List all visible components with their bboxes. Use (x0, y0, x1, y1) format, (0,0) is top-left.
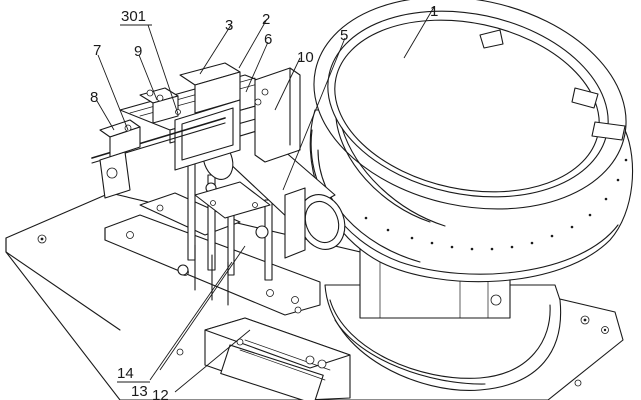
callout-1: 1 (430, 3, 438, 20)
callout-3: 3 (225, 17, 233, 34)
callout-9: 9 (134, 43, 142, 60)
callout-5: 5 (340, 27, 348, 44)
drive-cylinder (194, 129, 346, 259)
callout-10: 10 (297, 49, 314, 66)
vibratory-bowl (309, 0, 634, 391)
leader-lines (96, 6, 435, 393)
callout-labels: 1 2 3 301 5 6 7 8 9 10 12 13 14 (90, 3, 438, 400)
callout-2: 2 (262, 11, 270, 28)
linear-vibrator-block (204, 317, 351, 400)
callout-301: 301 (121, 8, 146, 25)
callout-13: 13 (131, 383, 148, 400)
callout-14: 14 (117, 365, 134, 382)
callout-6: 6 (264, 31, 272, 48)
lower-legs (177, 244, 229, 306)
feed-rail-assembly (91, 62, 301, 199)
callout-8: 8 (90, 89, 98, 106)
callout-7: 7 (93, 42, 101, 59)
callout-12: 12 (152, 387, 169, 400)
